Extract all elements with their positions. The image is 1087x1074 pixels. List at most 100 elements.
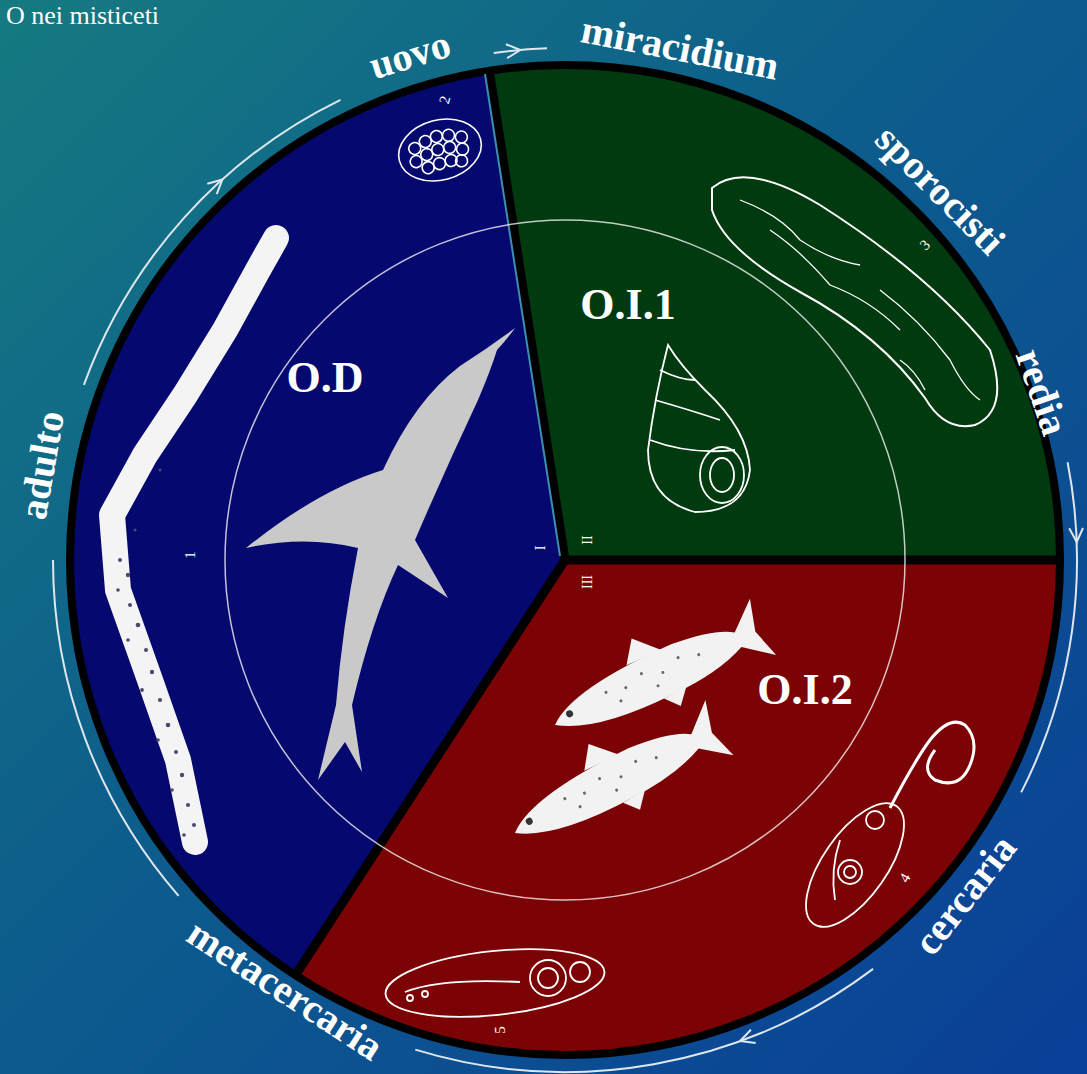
cycle-arrowhead <box>207 180 222 195</box>
adult-worm-drawing <box>166 723 171 728</box>
stage-label: cercaria <box>905 827 1025 964</box>
fish-drawing <box>598 777 602 781</box>
egg-drawing <box>444 153 459 168</box>
sector-shape <box>291 556 1065 1058</box>
fish-drawing <box>624 686 628 690</box>
egg-drawing <box>409 154 424 169</box>
host-number: II <box>580 535 595 544</box>
metacercaria-drawing <box>382 940 607 1027</box>
metacercaria-drawing <box>405 981 520 992</box>
fish-drawing <box>562 749 663 814</box>
adult-worm-drawing <box>150 670 154 674</box>
snail-drawing <box>710 458 734 492</box>
fish-drawing <box>676 656 680 660</box>
egg-drawing <box>407 141 422 156</box>
sector-fill <box>489 65 1060 560</box>
cycle-ring <box>53 44 1083 1072</box>
egg-drawing <box>429 129 444 144</box>
host-sector: O.I.1 <box>487 61 1065 563</box>
sporocyst-drawing <box>740 200 860 265</box>
metacercaria-drawing <box>570 962 590 982</box>
cercaria-drawing <box>844 866 856 878</box>
adult-worm-drawing <box>140 688 144 692</box>
dolphin-silhouette <box>246 328 515 780</box>
host-label: O.I.1 <box>580 281 675 329</box>
adult-worm-drawing <box>156 738 160 742</box>
fish-drawing <box>500 700 733 860</box>
adult-worm-drawing <box>158 698 162 702</box>
host-number: III <box>580 575 595 589</box>
fish-drawing <box>563 797 567 801</box>
cercaria-drawing <box>787 788 922 943</box>
stage-label: metacercaria <box>179 911 390 1070</box>
sector-shape <box>487 61 1065 563</box>
adult-worm-drawing <box>170 788 174 792</box>
snail-drawing <box>648 345 750 512</box>
egg-drawing <box>421 160 436 175</box>
adult-worm-drawing <box>136 623 141 628</box>
metacercaria-drawing <box>422 991 428 997</box>
fish-drawing <box>604 690 608 694</box>
adult-worm-drawing <box>116 468 196 836</box>
page-heading: O nei misticeti <box>6 2 159 31</box>
fish-drawing <box>664 687 693 711</box>
fish-drawing <box>661 670 665 674</box>
fish-drawing <box>634 759 638 763</box>
adult-worm-drawing <box>186 803 190 807</box>
cercaria-drawing <box>838 860 862 884</box>
fish-drawing <box>541 599 776 752</box>
snail-drawing <box>700 447 744 503</box>
figure-number: 3 <box>917 237 934 254</box>
adult-worm-drawing <box>116 588 120 592</box>
snail-drawing <box>650 440 735 451</box>
metacercaria-drawing <box>538 968 558 988</box>
adult-worm-drawing <box>128 603 132 607</box>
adult-worm-drawing <box>182 833 186 837</box>
egg-drawing <box>430 142 445 157</box>
egg-drawing <box>392 110 489 190</box>
cycle-ring <box>494 48 547 53</box>
egg-drawing <box>418 134 433 149</box>
host-number: I <box>533 546 548 551</box>
cycle-arrowhead <box>506 44 521 58</box>
fish-drawing <box>578 805 582 809</box>
cycle-ring <box>53 560 179 896</box>
sector-divider <box>295 71 1060 975</box>
cycle-arrowhead <box>1069 528 1083 542</box>
stage-label: miracidium <box>578 7 783 88</box>
fish-drawing <box>639 672 643 676</box>
cycle-ring <box>1021 462 1077 792</box>
fish-drawing <box>565 709 574 718</box>
outer-border <box>70 65 1060 1055</box>
fish-drawing <box>656 684 660 688</box>
egg-drawing <box>454 153 469 168</box>
adult-worm-drawing <box>192 823 196 827</box>
adult-worm-drawing <box>118 558 122 562</box>
egg-drawing <box>454 130 469 145</box>
fish-drawing <box>603 646 705 709</box>
cycle-arrowhead <box>740 1030 756 1043</box>
metacercaria-drawing <box>530 960 566 996</box>
egg-drawing <box>442 140 457 155</box>
stage-label: adulto <box>11 408 73 523</box>
adult-worm-drawing <box>133 528 136 531</box>
metacercaria-drawing <box>407 995 413 1001</box>
egg-drawing <box>392 110 489 190</box>
host-label: O.I.2 <box>757 666 852 714</box>
fish-drawing <box>615 788 619 792</box>
figure-number: 5 <box>492 1026 509 1034</box>
cycle-ring <box>415 969 873 1072</box>
adult-worm-drawing <box>180 773 184 777</box>
cycle-ring <box>84 100 341 385</box>
fish-drawing <box>536 586 779 758</box>
cercaria-drawing <box>890 722 974 808</box>
egg-drawing <box>432 156 447 171</box>
sporocyst-drawing <box>770 230 900 330</box>
stage-label: sporocisti <box>867 117 1014 264</box>
figure-number: 1 <box>182 551 199 559</box>
host-label: O.D <box>287 354 364 402</box>
egg-drawing <box>441 128 456 143</box>
fish-drawing <box>623 790 652 815</box>
sporocyst-drawing <box>880 290 980 400</box>
